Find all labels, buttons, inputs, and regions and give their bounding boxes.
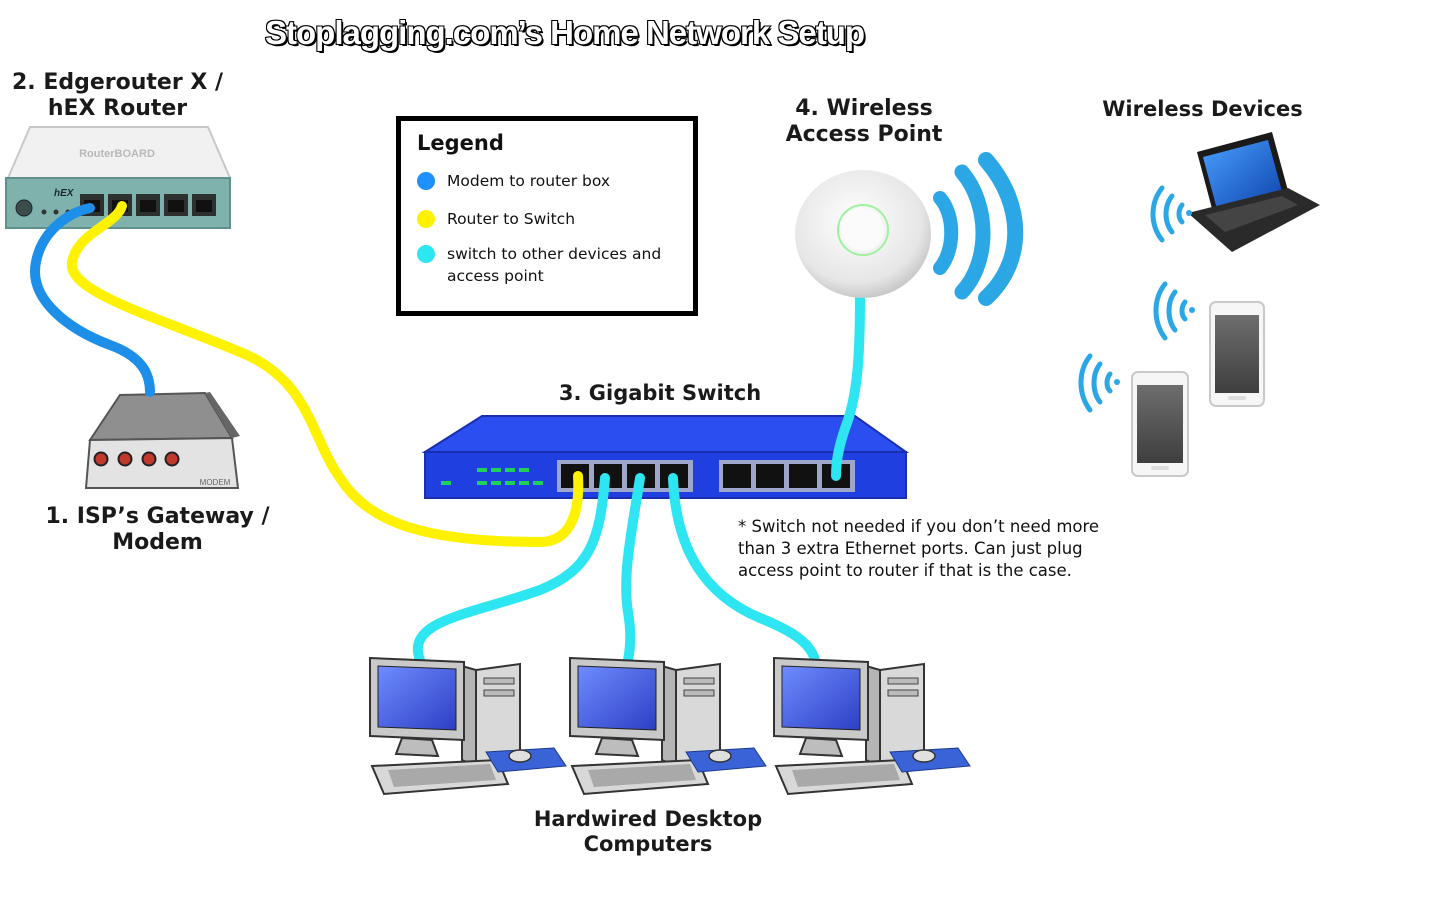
legend-item-text: Modem to router box — [447, 172, 611, 190]
switch-note: * Switch not needed if you don’t need mo… — [738, 517, 1100, 580]
router-brand: hEX — [54, 188, 75, 199]
wireless-devices-label: Wireless Devices — [1102, 97, 1303, 121]
legend-item-router-switch: Router to Switch — [417, 209, 575, 231]
legend-dot-yellow — [417, 210, 435, 228]
router-label-line2: hEX Router — [47, 96, 188, 122]
modem-label: 1. ISP’s Gateway / Modem — [40, 504, 275, 557]
wifi-icon-phone-2 — [1078, 353, 1120, 413]
access-point-label-line1: 4. Wireless — [795, 96, 933, 121]
desktop-computer-3 — [773, 656, 971, 796]
modem-label-line2: Modem — [112, 530, 203, 556]
legend-dot-cyan — [417, 245, 435, 263]
phone-device-2 — [1131, 371, 1189, 477]
gigabit-switch — [421, 415, 910, 499]
router-brand-sub: RouterBOARD — [79, 148, 155, 160]
desktop-computer-2 — [569, 656, 767, 796]
modem-device: MODEM — [84, 391, 240, 489]
desktop-computer-1 — [369, 656, 567, 796]
phone-device-1 — [1209, 301, 1265, 407]
legend-item-text: Router to Switch — [447, 210, 576, 228]
cable-modem-router — [30, 203, 155, 397]
router-label-line1: 2. Edgerouter X / — [12, 70, 223, 95]
access-point-label-line2: Access Point — [785, 122, 943, 148]
legend-title: Legend — [417, 131, 504, 155]
wifi-icon-phone-1 — [1153, 281, 1195, 341]
legend-dot-blue — [417, 172, 435, 190]
laptop-device — [1188, 132, 1320, 252]
legend-box: Legend Modem to router box Router to Swi… — [396, 116, 698, 316]
legend-item-switch-devices: switch to other devices and access point — [417, 244, 677, 287]
cable-switch-ap — [831, 291, 865, 481]
router-label: 2. Edgerouter X / hEX Router — [10, 70, 225, 123]
legend-item-text: switch to other devices and access point — [447, 245, 662, 285]
desktops-label: Hardwired Desktop Computers — [533, 807, 763, 857]
legend-item-modem-router: Modem to router box — [417, 171, 610, 193]
switch-label: 3. Gigabit Switch — [558, 381, 762, 405]
modem-tag: MODEM — [200, 478, 231, 487]
router-device: RouterBOARD hEX — [5, 126, 232, 229]
access-point-label: 4. Wireless Access Point — [780, 96, 948, 149]
cable-switch-desktop-1 — [412, 473, 610, 665]
page-title: Stoplagging.com’s Home Network Setup — [264, 13, 866, 52]
cable-switch-desktop-2 — [621, 473, 645, 665]
wifi-signal-icon — [933, 152, 1024, 306]
wifi-icon-laptop — [1150, 185, 1192, 243]
access-point-device — [795, 152, 1024, 306]
modem-label-line1: 1. ISP’s Gateway / — [45, 504, 270, 529]
